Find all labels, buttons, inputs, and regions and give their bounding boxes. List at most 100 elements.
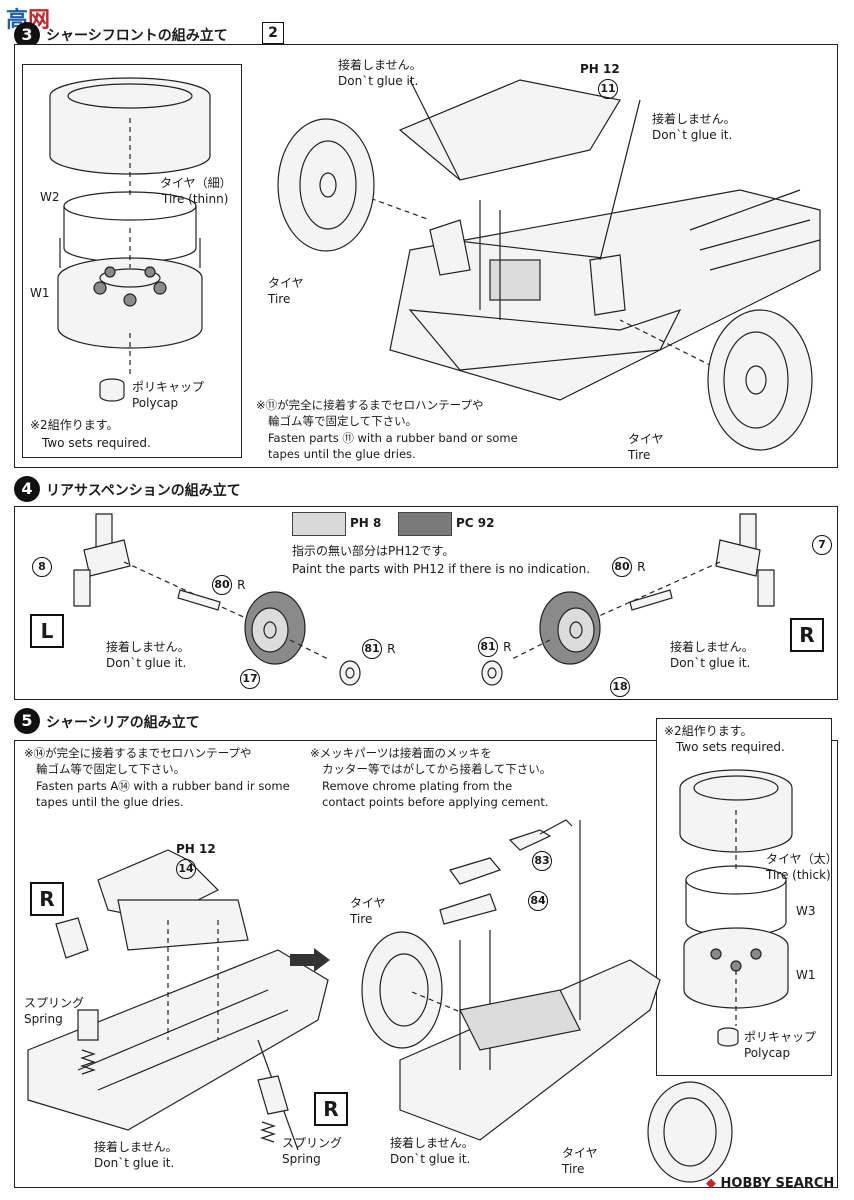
s5-paint-ref: PH 12: [176, 842, 216, 856]
step-3-badge: 3: [14, 22, 40, 48]
inset-note-jp: ※2組作ります。: [30, 418, 119, 432]
tire-right-jp: タイヤ: [628, 432, 664, 446]
left-side-label: L: [30, 614, 64, 648]
part-80r-suffix: R: [637, 560, 646, 574]
s5-chrome-en1: Remove chrome plating from the: [322, 779, 513, 793]
step-arrow: [290, 948, 330, 972]
polycap-label-en: Polycap: [132, 396, 179, 410]
tire-left-en: Tire: [268, 292, 291, 306]
w1-label: W1: [30, 286, 50, 300]
tire-thick-jp: タイヤ（太）: [766, 852, 838, 866]
s4-dont-glue-en-l: Don`t glue it.: [106, 656, 187, 670]
tire-right-en: Tire: [628, 448, 651, 462]
watermark-logo-bottom: ◆ HOBBY SEARCH: [706, 1176, 834, 1191]
dont-glue-jp-1: 接着しません。: [338, 58, 422, 72]
s4-dont-glue-jp-r: 接着しません。: [670, 640, 754, 654]
s5-tire-top-en: Tire: [350, 912, 373, 926]
s5-chrome-jp1: ※メッキパーツは接着面のメッキを: [310, 746, 492, 760]
s5-dont-glue-jp-1: 接着しません。: [94, 1140, 178, 1154]
s5-dont-glue-en-1: Don`t glue it.: [94, 1156, 175, 1170]
part-7-number: 7: [812, 534, 832, 555]
part-17-number: 17: [240, 668, 260, 689]
s5-inset-note-jp: ※2組作ります。: [664, 724, 753, 738]
part-80l-suffix: R: [237, 578, 246, 592]
swatch-dark-code: PC 92: [456, 516, 495, 530]
spring-en-2: Spring: [282, 1152, 321, 1166]
part-81l-callout: 81 R: [362, 638, 395, 659]
paint-ref-11: PH 12: [580, 62, 620, 76]
s5-fasten-en2: tapes until the glue dries.: [36, 795, 184, 809]
paint-note-en: Paint the parts with PH12 if there is no…: [292, 562, 591, 576]
watermark-bottom-text: HOBBY SEARCH: [720, 1176, 835, 1191]
part-81l-suffix: R: [387, 642, 396, 656]
section5-title: シャーシリアの組み立て: [46, 715, 200, 731]
right-side-label: R: [790, 618, 824, 652]
tire-left-jp: タイヤ: [268, 276, 304, 290]
paint-note-jp: 指示の無い部分はPH12です。: [292, 544, 455, 558]
part-80l-callout: 80 R: [212, 574, 245, 595]
part-18-callout: 18: [610, 676, 630, 697]
w2-label: W2: [40, 190, 60, 204]
part-84-callout: 84: [528, 890, 548, 911]
rear-suspension-left-drawing: [73, 513, 361, 686]
swatch-dark: [398, 512, 452, 536]
s5-tire-bottom-en: Tire: [562, 1162, 585, 1176]
part-7-callout: 7: [812, 534, 832, 555]
tire-thick-en: Tire (thick): [766, 868, 831, 882]
part-81r-number: 81: [478, 636, 498, 657]
s5-fasten-en1: Fasten parts A⑭ with a rubber band ir so…: [36, 779, 290, 793]
s5-dont-glue-en-2: Don`t glue it.: [390, 1152, 471, 1166]
section4-frame: [14, 506, 838, 700]
s5-tire-bottom-jp: タイヤ: [562, 1146, 598, 1160]
part-11-number: 11: [598, 78, 618, 99]
s4-dont-glue-en-r: Don`t glue it.: [670, 656, 751, 670]
inset-note-en: Two sets required.: [42, 436, 151, 450]
chassis-rear-right-drawing: [361, 819, 661, 1141]
part-80r-callout: 80 R: [612, 556, 645, 577]
part-17-callout: 17: [240, 668, 260, 689]
step-5-badge: 5: [14, 708, 40, 734]
polycap-label-jp: ポリキャップ: [132, 380, 205, 394]
tire-right: [707, 309, 813, 451]
s5-chrome-jp2: カッター等ではがしてから接着して下さい。: [322, 762, 552, 776]
part-14-number: 14: [176, 858, 196, 879]
fasten-note-jp2: 輪ゴム等で固定して下さい。: [268, 414, 418, 428]
part-84-number: 84: [528, 890, 548, 911]
part-83-callout: 83: [532, 850, 552, 871]
swatch-light: [292, 512, 346, 536]
swatch-light-code: PH 8: [350, 516, 382, 530]
tire-thin-drawing: [49, 77, 211, 402]
part-11-callout: 11: [598, 78, 618, 99]
tire-thick-drawing: [679, 769, 793, 1047]
tire-rear-bottom: [647, 1081, 733, 1183]
step-4-badge: 4: [14, 476, 40, 502]
chassis-front-drawing: [319, 79, 821, 401]
part-81l-number: 81: [362, 638, 382, 659]
part-83-number: 83: [532, 850, 552, 871]
section3-ref-box: 2: [262, 22, 284, 44]
fasten-note-jp1: ※⑪が完全に接着するまでセロハンテープや: [256, 398, 484, 412]
part-80r-number: 80: [612, 556, 632, 577]
dont-glue-en-1: Don`t glue it.: [338, 74, 419, 88]
s5-r-label-1: R: [30, 882, 64, 916]
s4-dont-glue-jp-l: 接着しません。: [106, 640, 190, 654]
section3-title: シャーシフロントの組み立て: [46, 28, 228, 44]
part-8-number: 8: [32, 556, 52, 577]
fasten-note-en2: tapes until the glue dries.: [268, 447, 416, 461]
watermark-shield-icon: ◆: [706, 1176, 716, 1191]
part-81r-callout: 81 R: [478, 636, 511, 657]
part-18-number: 18: [610, 676, 630, 697]
fasten-note-en1: Fasten parts ⑪ with a rubber band or som…: [268, 431, 518, 445]
s5-polycap-en: Polycap: [744, 1046, 791, 1060]
section4-title: リアサスペンションの組み立て: [46, 483, 241, 499]
s5-w1-label: W1: [796, 968, 816, 982]
s5-fasten-jp1: ※⑭が完全に接着するまでセロハンテープや: [24, 746, 252, 760]
dont-glue-en-2: Don`t glue it.: [652, 128, 733, 142]
tire-thin-label-jp: タイヤ（細）: [160, 176, 232, 190]
dont-glue-jp-2: 接着しません。: [652, 112, 736, 126]
s5-tire-top-jp: タイヤ: [350, 896, 386, 910]
part-80l-number: 80: [212, 574, 232, 595]
s5-chrome-en2: contact points before applying cement.: [322, 795, 549, 809]
tire-left: [277, 118, 375, 252]
spring-en-1: Spring: [24, 1012, 63, 1026]
